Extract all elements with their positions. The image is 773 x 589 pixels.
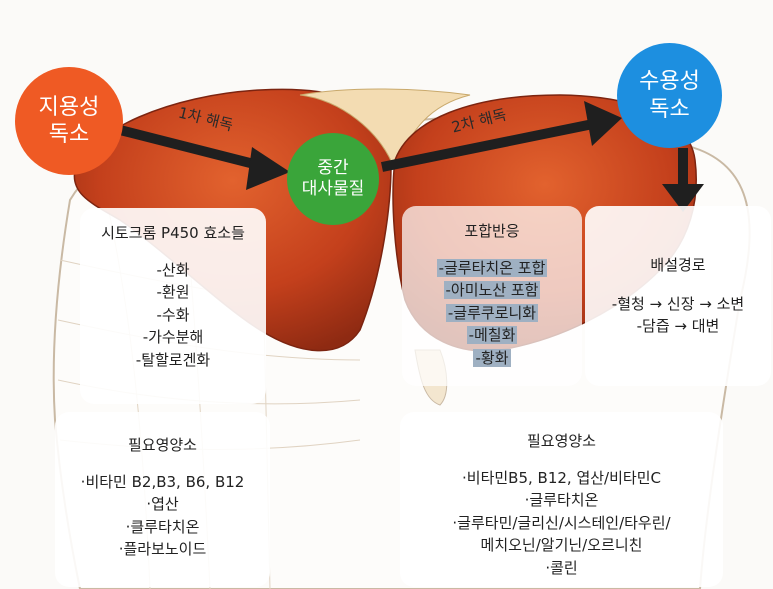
list-item: ·비타민B5, B12, 엽산/비타민C <box>462 468 661 487</box>
nutrients-left-box: 필요영양소 ·비타민 B2,B3, B6, B12 ·엽산 ·클루타치온 ·플라… <box>55 412 270 587</box>
list-item: -혈청 → 신장 → 소변 <box>611 294 745 313</box>
water-soluble-toxin-node: 수용성 독소 <box>617 43 722 148</box>
arrow-excretion <box>662 148 704 212</box>
list-item: 메치오닌/알기닌/오르니친 <box>480 536 643 554</box>
list-item: -아미노산 포함 <box>443 281 541 299</box>
liver-ligament <box>299 88 471 172</box>
excretion-title: 배설경로 <box>650 256 706 274</box>
nutrients-right-title: 필요영양소 <box>526 432 596 450</box>
list-item: -황화 <box>473 348 511 367</box>
phase2-title: 포합반응 <box>464 222 520 240</box>
list-item: -산화 <box>156 260 190 279</box>
list-item: -메칠화 <box>466 326 518 344</box>
list-item: ·글루타민/글리신/시스테인/타우린/ <box>452 513 671 532</box>
excretion-box: 배설경로 -혈청 → 신장 → 소변 -담즙 → 대변 <box>585 206 771 386</box>
intermediate-label: 중간 대사물질 <box>301 157 365 199</box>
fat-soluble-label: 지용성 독소 <box>38 94 100 148</box>
nutrients-left-title: 필요영양소 <box>127 436 197 454</box>
phase1-list: -산화 -환원 -수화 -가수분해 -탈할로겐화 <box>80 259 266 372</box>
phase1-title: 시토크롬 P450 효소들 <box>101 224 245 242</box>
list-item: ·클루타치온 <box>125 517 200 536</box>
intermediate-metabolite-node: 중간 대사물질 <box>287 133 379 225</box>
fat-soluble-toxin-node: 지용성 독소 <box>15 67 123 175</box>
arrow-phase2 <box>381 101 622 172</box>
nutrients-right-list: ·비타민B5, B12, 엽산/비타민C ·글루타치온 ·글루타민/글리신/시스… <box>400 467 723 580</box>
list-item: -탈할로겐화 <box>135 350 211 369</box>
phase2-list: -글루타치온 포합 -아미노산 포함 -글루쿠로니화 -메칠화 -황화 <box>402 257 582 370</box>
list-item: ·비타민 B2,B3, B6, B12 <box>80 472 245 491</box>
list-item: -가수분해 <box>142 328 204 346</box>
list-item: ·엽산 <box>146 495 179 513</box>
phase1-enzymes-box: 시토크롬 P450 효소들 -산화 -환원 -수화 -가수분해 -탈할로겐화 <box>80 208 266 404</box>
phase2-conjugation-box: 포합반응 -글루타치온 포합 -아미노산 포함 -글루쿠로니화 -메칠화 -황화 <box>402 206 582 386</box>
list-item: -글루타치온 포합 <box>436 258 548 277</box>
list-item: ·플라보노이드 <box>118 540 207 558</box>
arrow-phase1 <box>118 125 290 190</box>
list-item: -수화 <box>156 305 190 324</box>
list-item: ·글루타치온 <box>524 491 599 509</box>
excretion-list: -혈청 → 신장 → 소변 -담즙 → 대변 <box>585 293 771 338</box>
list-item: -환원 <box>156 283 190 301</box>
list-item: ·콜린 <box>545 558 578 577</box>
water-soluble-label: 수용성 독소 <box>639 69 700 122</box>
nutrients-left-list: ·비타민 B2,B3, B6, B12 ·엽산 ·클루타치온 ·플라보노이드 <box>55 471 270 561</box>
list-item: -담즙 → 대변 <box>636 317 720 335</box>
list-item: -글루쿠로니화 <box>445 303 539 322</box>
nutrients-right-box: 필요영양소 ·비타민B5, B12, 엽산/비타민C ·글루타치온 ·글루타민/… <box>400 412 723 587</box>
